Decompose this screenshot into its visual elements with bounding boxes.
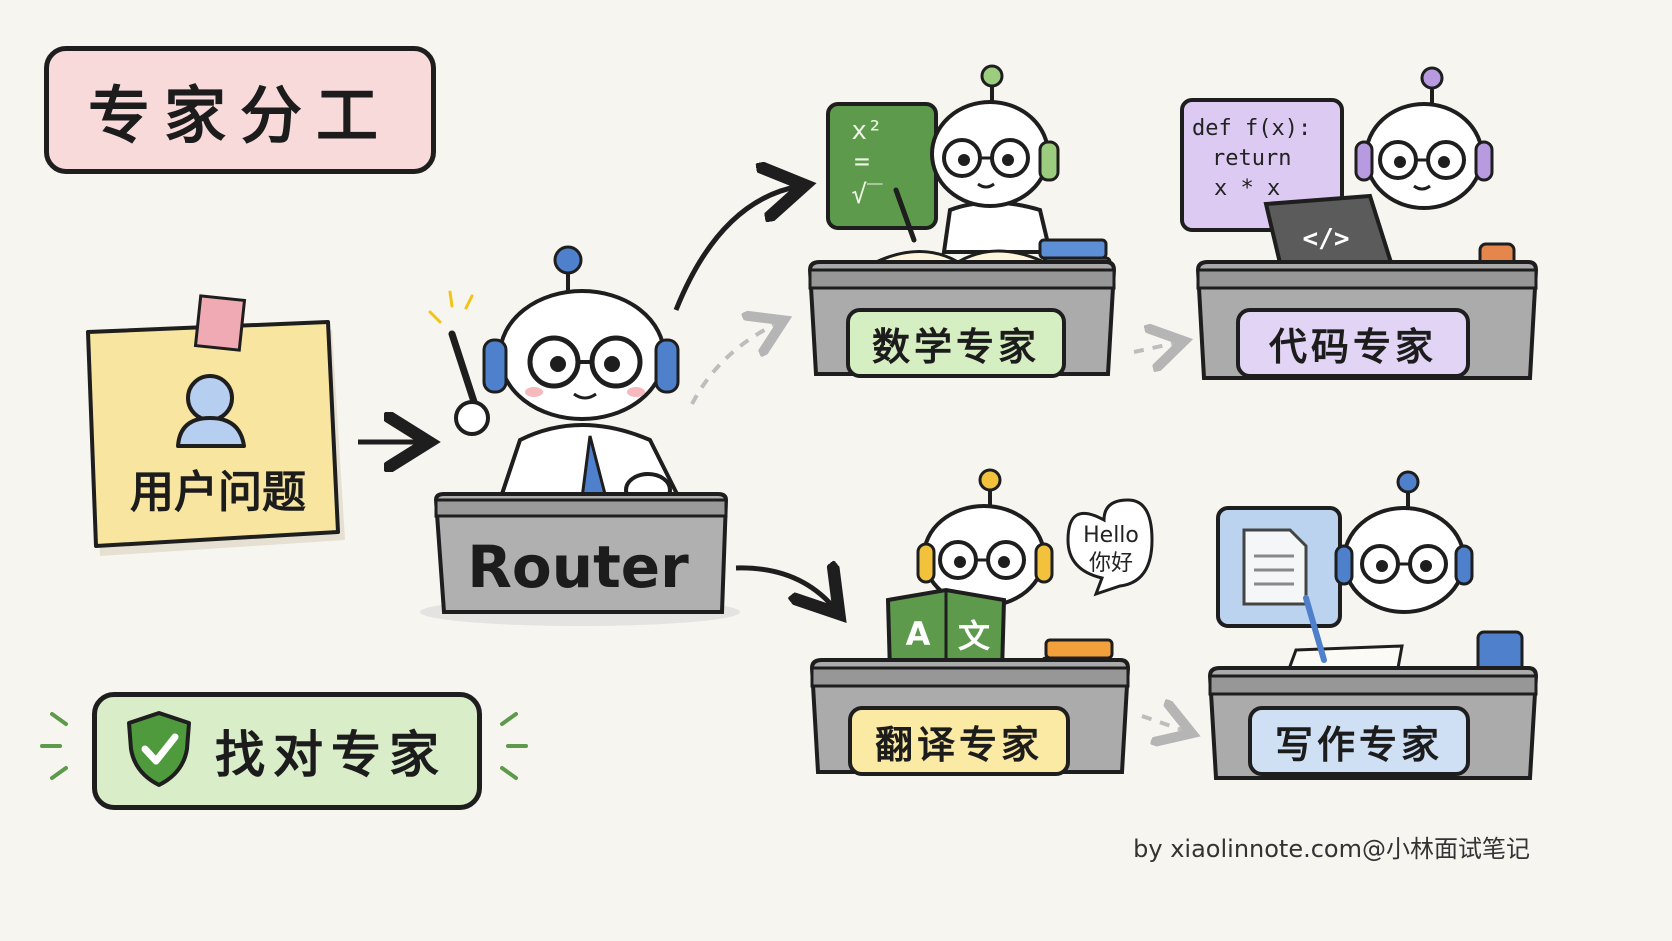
find-expert-badge: 找对专家 [92, 692, 482, 810]
arrow-router-to-math-dashed [690, 322, 780, 405]
page-title: 专家分工 [44, 46, 436, 174]
shield-check-icon [127, 711, 191, 787]
arrow-router-to-math [673, 186, 800, 311]
badge-sparkles [40, 712, 528, 780]
bubble-line-nihao: 你好 [1088, 551, 1133, 576]
router-label: Router [467, 533, 689, 601]
code-board-line-3: x * x [1214, 175, 1281, 201]
translation-expert-label: 翻译专家 [848, 706, 1070, 776]
book-letter-a: A [905, 615, 931, 653]
credit-text: by xiaolinnote.com@小林面试笔记 [1133, 834, 1530, 863]
user-question-label: 用户问题 [130, 467, 306, 518]
laptop-code-symbol: </> [1302, 224, 1350, 254]
book-letter-wen: 文 [957, 617, 990, 655]
code-board-line-1: def f(x): [1192, 115, 1312, 141]
math-expert-label: 数学专家 [846, 308, 1066, 378]
router-robot [428, 245, 684, 508]
speech-bubble: Hello 你好 [1074, 520, 1148, 580]
code-expert-label: 代码专家 [1236, 308, 1470, 378]
user-icon [176, 374, 246, 448]
arrow-translation-to-writing-dashed [1141, 716, 1188, 732]
math-board-line-2: = [854, 147, 870, 177]
find-expert-label: 找对专家 [215, 726, 447, 784]
writing-expert-label: 写作专家 [1248, 706, 1470, 776]
router-desk [420, 492, 740, 626]
code-board-line-2: return [1212, 145, 1292, 171]
math-board-line-1: x² [851, 116, 883, 146]
math-board-line-3: √‾ [851, 180, 883, 210]
bubble-line-hello: Hello [1083, 523, 1139, 548]
arrow-math-to-code-dashed [1133, 342, 1180, 352]
arrow-router-to-translation [735, 568, 836, 610]
